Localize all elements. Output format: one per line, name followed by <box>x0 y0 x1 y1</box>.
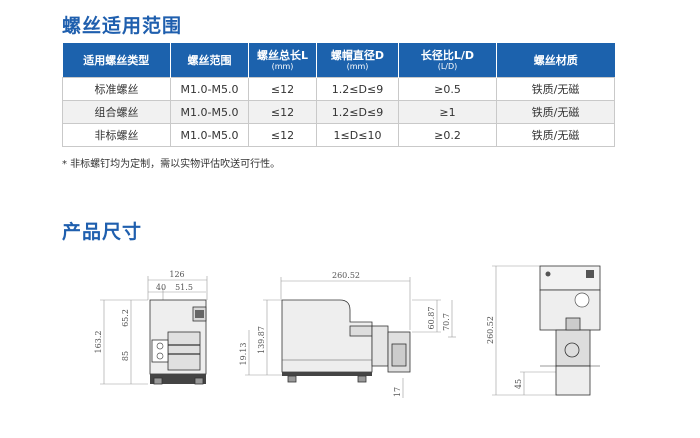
footnote: * 非标螺钉均为定制，需以实物评估吹送可行性。 <box>62 159 281 170</box>
dim-side-139-87: 139.87 <box>257 326 266 354</box>
table-cell: 铁质/无磁 <box>496 123 615 147</box>
dim-front-65-2: 65.2 <box>121 309 130 327</box>
spec-section-title: 螺丝适用范围 <box>62 15 183 37</box>
table-cell: 组合螺丝 <box>62 100 171 124</box>
dim-front-85: 85 <box>121 351 130 361</box>
table-cell: 铁质/无磁 <box>496 100 615 124</box>
front-view-drawing: 126 40 51.5 163.2 65.2 85 <box>94 270 208 385</box>
header-material: 螺丝材质 <box>496 43 615 78</box>
table-cell: ≤12 <box>248 100 317 124</box>
table-cell: 1.2≤D≤9 <box>316 77 399 101</box>
spec-table-header: 适用螺丝类型 螺丝范围 螺丝总长L(mm) 螺帽直径D(mm) 长径比L/D(L… <box>62 43 615 78</box>
table-row: 非标螺丝 M1.0-M5.0 ≤12 1≤D≤10 ≥0.2 铁质/无磁 <box>62 123 615 147</box>
table-row: 组合螺丝 M1.0-M5.0 ≤12 1.2≤D≤9 ≥1 铁质/无磁 <box>62 100 615 124</box>
dim-side-60-87: 60.87 <box>427 307 436 330</box>
header-screw-type: 适用螺丝类型 <box>62 43 171 78</box>
dim-front-40: 40 <box>156 283 166 292</box>
dim-front-width: 126 <box>169 270 184 279</box>
table-cell: M1.0-M5.0 <box>170 77 249 101</box>
dim-front-height: 163.2 <box>94 331 103 354</box>
dimensions-section-title: 产品尺寸 <box>62 221 143 243</box>
table-cell: ≥1 <box>398 100 497 124</box>
spec-table: 适用螺丝类型 螺丝范围 螺丝总长L(mm) 螺帽直径D(mm) 长径比L/D(L… <box>62 43 615 147</box>
side-view-drawing: 260.52 19.13 139.87 60.87 70.7 17 <box>239 271 456 398</box>
dim-side-length: 260.52 <box>332 271 360 280</box>
table-cell: ≥0.2 <box>398 123 497 147</box>
table-cell: M1.0-M5.0 <box>170 100 249 124</box>
back-view-drawing: 260.52 45 <box>486 265 601 396</box>
header-total-length: 螺丝总长L(mm) <box>248 43 317 78</box>
table-cell: M1.0-M5.0 <box>170 123 249 147</box>
dim-back-45: 45 <box>514 379 523 389</box>
table-cell: 非标螺丝 <box>62 123 171 147</box>
header-aspect-ratio: 长径比L/D(L/D) <box>398 43 497 78</box>
dim-side-70-7: 70.7 <box>442 313 451 331</box>
table-cell: ≤12 <box>248 123 317 147</box>
header-screw-range: 螺丝范围 <box>170 43 249 78</box>
header-head-diameter: 螺帽直径D(mm) <box>316 43 399 78</box>
dim-back-height: 260.52 <box>486 316 495 344</box>
dim-side-19-13: 19.13 <box>239 343 248 366</box>
dim-front-51-5: 51.5 <box>175 283 193 292</box>
dim-side-17: 17 <box>393 387 402 397</box>
table-cell: 铁质/无磁 <box>496 77 615 101</box>
